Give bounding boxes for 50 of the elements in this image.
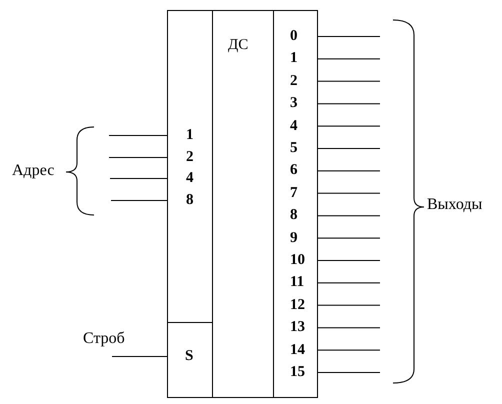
wire-line <box>108 157 168 158</box>
pin-label: 7 <box>290 184 298 202</box>
wire-line <box>317 126 380 127</box>
pin-label: 10 <box>290 251 305 269</box>
wire-line <box>110 178 168 179</box>
wire-line <box>317 103 380 104</box>
pin-label: 1 <box>186 126 194 144</box>
pin-label: 3 <box>290 94 298 112</box>
pin-label: 8 <box>186 191 194 209</box>
pin-label: 11 <box>290 273 304 292</box>
pin-label: 6 <box>290 161 298 180</box>
wire-line <box>317 260 380 261</box>
wire-line <box>110 200 168 201</box>
pin-label: 8 <box>290 206 298 224</box>
bus-label: Адрес <box>12 162 54 180</box>
wire-line <box>317 372 380 373</box>
signal-label: Строб <box>83 330 125 348</box>
wire-line <box>317 170 380 172</box>
wire-line <box>317 192 380 194</box>
pin-label: 4 <box>186 169 194 187</box>
pin-label: 14 <box>290 340 305 359</box>
wire-line <box>317 58 380 60</box>
wire-line <box>317 36 380 37</box>
wire-line <box>317 327 380 328</box>
pin-label: ДС <box>228 36 248 54</box>
pin-label: 2 <box>186 148 194 166</box>
wire-line <box>112 356 168 357</box>
pin-label: 4 <box>290 116 298 135</box>
decoder-section <box>167 10 213 323</box>
decoder-section <box>273 10 318 398</box>
decoder-section <box>167 322 213 398</box>
pin-label: 13 <box>290 318 305 336</box>
pin-label: S <box>185 347 194 365</box>
wire-line <box>317 238 380 239</box>
wire-line <box>317 350 380 351</box>
wire-line <box>317 304 380 306</box>
decoder-section <box>212 10 274 398</box>
pin-label: 2 <box>290 72 298 90</box>
wire-line <box>317 148 380 149</box>
pin-label: 1 <box>290 49 298 68</box>
pin-label: 5 <box>290 139 298 157</box>
wire-line <box>108 135 168 136</box>
wire-line <box>317 215 380 216</box>
pin-label: 12 <box>290 296 305 314</box>
pin-label: 0 <box>290 27 298 45</box>
wire-line <box>317 282 380 284</box>
pin-label: 15 <box>290 363 305 381</box>
wire-line <box>317 80 380 82</box>
bus-label: Выходы <box>427 196 482 214</box>
pin-label: 9 <box>290 228 298 247</box>
